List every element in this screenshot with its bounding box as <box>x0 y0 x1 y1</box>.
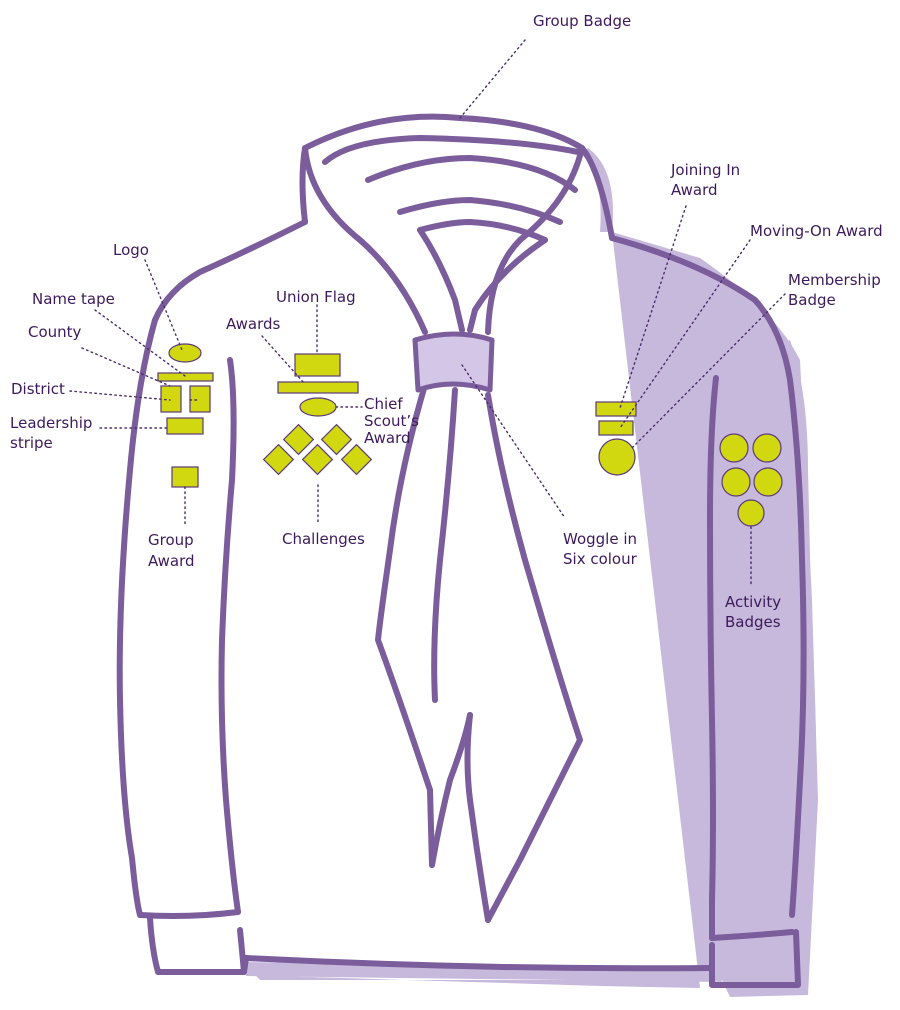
activity-badge-5 <box>737 499 765 527</box>
leader-lines <box>69 39 786 586</box>
challenge-badge-4 <box>301 443 334 476</box>
logo-badge <box>168 343 202 363</box>
name-tape-badge <box>157 372 214 382</box>
label-logo: Logo <box>113 241 149 259</box>
label-group-award-2: Award <box>148 552 195 570</box>
leader-name-tape <box>94 309 186 377</box>
leader-woggle <box>461 364 566 519</box>
leader-district <box>69 390 199 401</box>
label-activity-badges-2: Badges <box>725 613 781 631</box>
shirt-shadow <box>246 148 818 997</box>
challenge-badge-3 <box>262 443 295 476</box>
awards-badge <box>277 381 359 394</box>
district-badge <box>189 385 211 413</box>
label-joining-in-award: Joining In <box>670 161 740 179</box>
label-membership-badge: Membership <box>788 271 881 289</box>
label-woggle-2: Six colour <box>563 550 638 568</box>
county-badge <box>160 385 182 413</box>
labels: Group Badge Joining In Award Moving-On A… <box>10 12 883 631</box>
woggle <box>412 331 495 393</box>
union-flag-badge <box>294 353 341 377</box>
label-woggle: Woggle in <box>563 530 637 548</box>
label-county: County <box>28 323 82 341</box>
label-challenges: Challenges <box>282 530 365 548</box>
label-moving-on-award: Moving-On Award <box>750 222 883 240</box>
label-district: District <box>11 380 65 398</box>
challenge-badge-2 <box>320 423 353 456</box>
label-chief-scouts-award-2: Scout’s <box>364 412 419 430</box>
moving-on-award-badge <box>598 420 634 436</box>
label-group-badge: Group Badge <box>533 12 631 30</box>
activity-badge-4 <box>753 467 783 497</box>
leadership-stripe-badge <box>166 417 204 435</box>
leader-county <box>81 347 171 387</box>
label-leadership-stripe: Leadership <box>10 414 92 432</box>
label-union-flag: Union Flag <box>276 288 356 306</box>
activity-badge-3 <box>721 467 751 497</box>
leader-joining-in <box>619 205 687 409</box>
challenge-badge-1 <box>282 423 315 456</box>
group-award-badge <box>171 466 199 488</box>
leader-membership <box>629 293 786 451</box>
chief-scouts-award-badge <box>299 397 337 417</box>
activity-badge-2 <box>752 433 782 463</box>
badges <box>157 343 783 527</box>
leader-group-badge <box>459 39 526 119</box>
activity-badge-1 <box>719 433 749 463</box>
label-joining-in-award-2: Award <box>671 181 718 199</box>
leader-logo <box>144 259 183 351</box>
joining-in-award-badge <box>595 401 637 417</box>
label-chief-scouts-award: Chief <box>364 395 403 413</box>
leader-awards <box>261 335 306 385</box>
label-membership-badge-2: Badge <box>788 291 836 309</box>
label-name-tape: Name tape <box>32 290 115 308</box>
leader-moving-on <box>619 239 751 429</box>
label-awards: Awards <box>226 315 281 333</box>
label-leadership-stripe-2: stripe <box>10 434 53 452</box>
label-chief-scouts-award-3: Award <box>364 429 411 447</box>
challenge-badge-5 <box>340 443 373 476</box>
membership-badge <box>598 438 636 476</box>
label-activity-badges: Activity <box>725 593 781 611</box>
shirt-outline <box>116 113 807 988</box>
label-group-award: Group <box>148 531 194 549</box>
